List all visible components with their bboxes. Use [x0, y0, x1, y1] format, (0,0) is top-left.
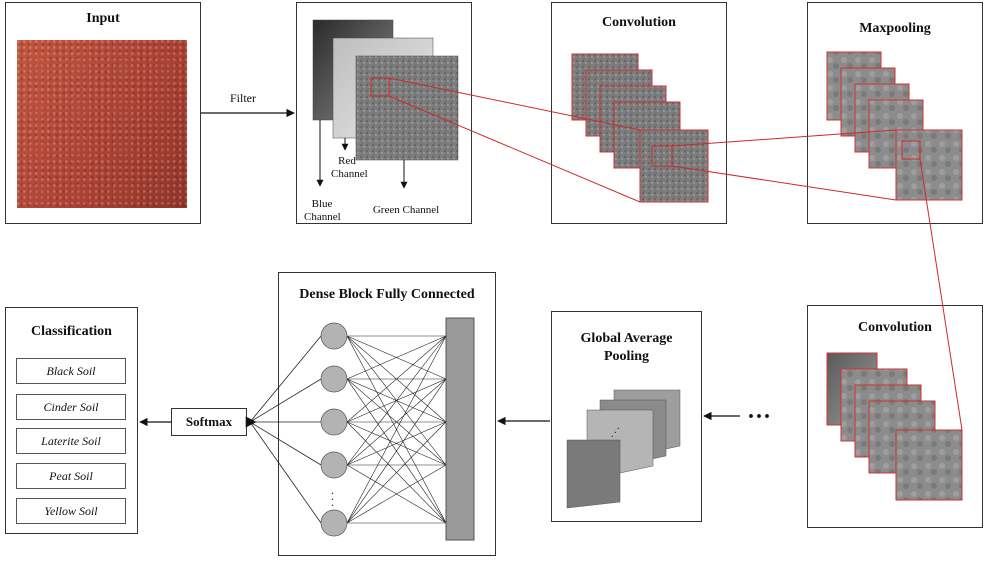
- dense-title: Dense Block Fully Connected: [299, 287, 475, 302]
- dense-hub-arrowhead: [245, 416, 257, 428]
- red-channel-label: Red Channel: [331, 155, 368, 180]
- convolution-box-1: Convolution: [551, 2, 727, 224]
- convolution-title-2: Convolution: [858, 320, 932, 335]
- gap-title: Global Average Pooling: [580, 331, 673, 364]
- class-item-cinder-soil: Cinder Soil: [16, 394, 126, 420]
- convolution-box-2: Convolution: [807, 305, 983, 528]
- soil-image: [17, 40, 187, 208]
- green-channel-label: Green Channel: [372, 204, 440, 216]
- softmax-label: Softmax: [185, 414, 233, 429]
- maxpooling-title: Maxpooling: [859, 21, 931, 36]
- dense-box: Dense Block Fully Connected: [278, 272, 496, 556]
- class-item-laterite-soil: Laterite Soil: [16, 428, 126, 454]
- input-title: Input: [86, 11, 120, 26]
- maxpooling-box: Maxpooling: [807, 2, 983, 224]
- softmax-box: Softmax: [171, 408, 247, 436]
- classification-box: Classification Black Soil Cinder Soil La…: [5, 307, 138, 534]
- convolution-title-1: Convolution: [602, 15, 676, 30]
- ellipsis-dots: ...: [748, 398, 772, 424]
- class-item-peat-soil: Peat Soil: [16, 463, 126, 489]
- gap-box: Global Average Pooling: [551, 311, 702, 522]
- class-item-black-soil: Black Soil: [16, 358, 126, 384]
- blue-channel-label: Blue Channel: [304, 198, 341, 223]
- classification-title: Classification: [31, 324, 112, 339]
- channels-box: [296, 2, 472, 224]
- class-item-yellow-soil: Yellow Soil: [16, 498, 126, 524]
- filter-label: Filter: [230, 91, 256, 105]
